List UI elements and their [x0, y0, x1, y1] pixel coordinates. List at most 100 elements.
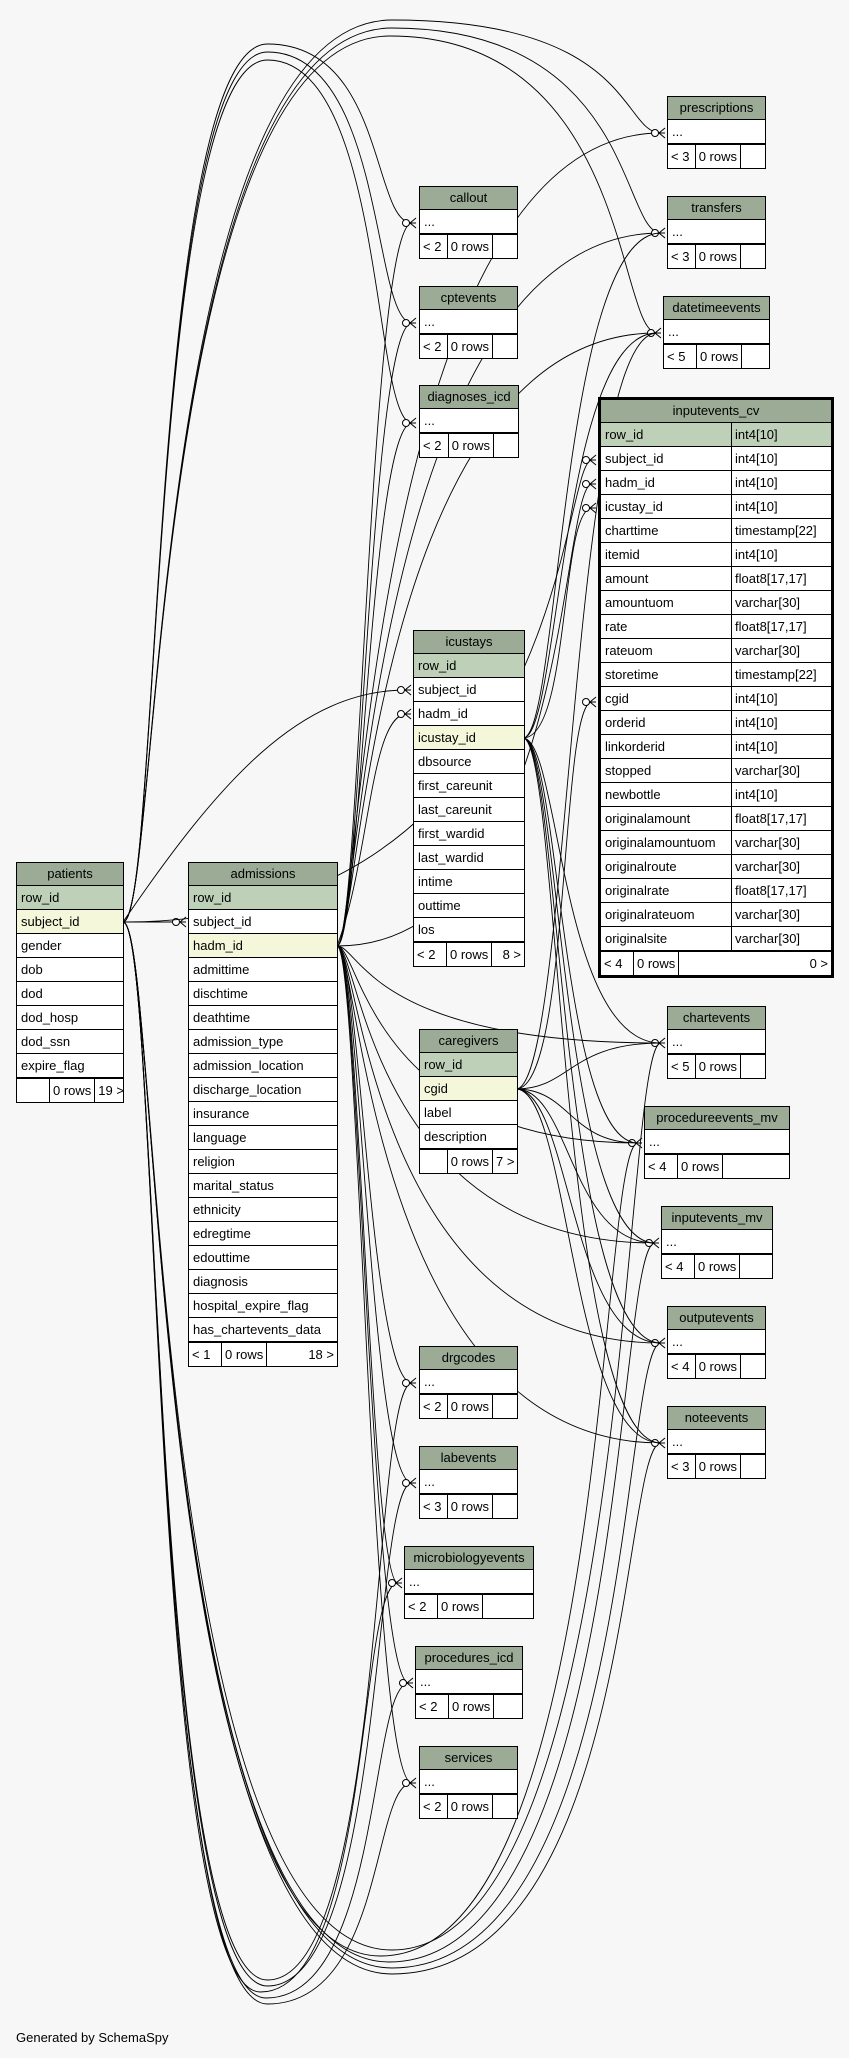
- table-header[interactable]: chartevents: [668, 1007, 765, 1030]
- column-row[interactable]: insurance: [189, 1102, 337, 1126]
- table-header[interactable]: diagnoses_icd: [420, 386, 518, 409]
- parents-link[interactable]: < 2: [423, 339, 442, 354]
- column-row[interactable]: first_careunit: [414, 774, 524, 798]
- column-row[interactable]: admission_type: [189, 1030, 337, 1054]
- column-row[interactable]: ...: [668, 120, 765, 144]
- children-link[interactable]: 8 >: [491, 943, 524, 966]
- column-row[interactable]: intime: [414, 870, 524, 894]
- column-row[interactable]: gender: [17, 934, 123, 958]
- column-row[interactable]: ...: [420, 210, 517, 234]
- table-header[interactable]: datetimeevents: [664, 297, 769, 320]
- table-header[interactable]: caregivers: [420, 1030, 517, 1053]
- children-link[interactable]: 19 >: [94, 1079, 124, 1102]
- parents-link[interactable]: < 2: [417, 947, 436, 962]
- column-row[interactable]: has_chartevents_data: [189, 1318, 337, 1342]
- column-row[interactable]: admittime: [189, 958, 337, 982]
- table-header[interactable]: labevents: [420, 1447, 517, 1470]
- column-row[interactable]: label: [420, 1101, 517, 1125]
- table-header[interactable]: icustays: [414, 631, 524, 654]
- children-link[interactable]: [741, 345, 769, 368]
- table-header[interactable]: admissions: [189, 863, 337, 886]
- column-row[interactable]: dod: [17, 982, 123, 1006]
- children-link[interactable]: [482, 1595, 533, 1618]
- column-row[interactable]: ...: [668, 1330, 765, 1354]
- table-header[interactable]: microbiologyevents: [405, 1547, 533, 1570]
- parents-link[interactable]: < 4: [604, 956, 623, 971]
- table-header[interactable]: procedureevents_mv: [645, 1107, 789, 1130]
- children-link[interactable]: [492, 235, 517, 258]
- table-header[interactable]: callout: [420, 187, 517, 210]
- column-row[interactable]: edouttime: [189, 1246, 337, 1270]
- column-row[interactable]: ethnicity: [189, 1198, 337, 1222]
- children-link[interactable]: [740, 145, 765, 168]
- parents-link[interactable]: < 3: [671, 149, 690, 164]
- column-row[interactable]: ...: [668, 1430, 765, 1454]
- parents-link[interactable]: < 2: [423, 239, 442, 254]
- children-link[interactable]: [740, 1055, 765, 1078]
- column-row[interactable]: admission_location: [189, 1054, 337, 1078]
- column-row[interactable]: language: [189, 1126, 337, 1150]
- column-row[interactable]: description: [420, 1125, 517, 1149]
- column-row[interactable]: last_careunit: [414, 798, 524, 822]
- column-row[interactable]: dod_ssn: [17, 1030, 123, 1054]
- children-link[interactable]: [722, 1155, 789, 1178]
- column-row[interactable]: ...: [420, 310, 517, 334]
- table-header[interactable]: inputevents_cv: [601, 400, 831, 423]
- children-link[interactable]: 7 >: [492, 1150, 517, 1173]
- column-row[interactable]: edregtime: [189, 1222, 337, 1246]
- column-row[interactable]: deathtime: [189, 1006, 337, 1030]
- table-header[interactable]: inputevents_mv: [662, 1207, 772, 1230]
- column-row[interactable]: ...: [668, 220, 765, 244]
- column-row[interactable]: hospital_expire_flag: [189, 1294, 337, 1318]
- column-row[interactable]: row_id: [414, 654, 524, 678]
- column-row[interactable]: subject_id: [17, 910, 123, 934]
- column-row[interactable]: los: [414, 918, 524, 942]
- column-row[interactable]: ...: [420, 1470, 517, 1494]
- parents-link[interactable]: < 2: [408, 1599, 427, 1614]
- column-row[interactable]: row_id: [189, 886, 337, 910]
- parents-link[interactable]: < 2: [423, 1799, 442, 1814]
- column-row[interactable]: ...: [662, 1230, 772, 1254]
- children-link[interactable]: [740, 245, 765, 268]
- column-row[interactable]: hadm_id: [414, 702, 524, 726]
- parents-link[interactable]: < 5: [667, 349, 686, 364]
- parents-link[interactable]: [17, 1079, 49, 1102]
- children-link[interactable]: 0 >: [678, 952, 831, 975]
- column-row[interactable]: ...: [420, 1770, 517, 1794]
- children-link[interactable]: [492, 1495, 517, 1518]
- column-row[interactable]: religion: [189, 1150, 337, 1174]
- parents-link[interactable]: < 4: [648, 1159, 667, 1174]
- column-row[interactable]: discharge_location: [189, 1078, 337, 1102]
- table-header[interactable]: cptevents: [420, 287, 517, 310]
- column-row[interactable]: last_wardid: [414, 846, 524, 870]
- table-header[interactable]: outputevents: [668, 1307, 765, 1330]
- column-row[interactable]: subject_id: [189, 910, 337, 934]
- parents-link[interactable]: < 3: [671, 249, 690, 264]
